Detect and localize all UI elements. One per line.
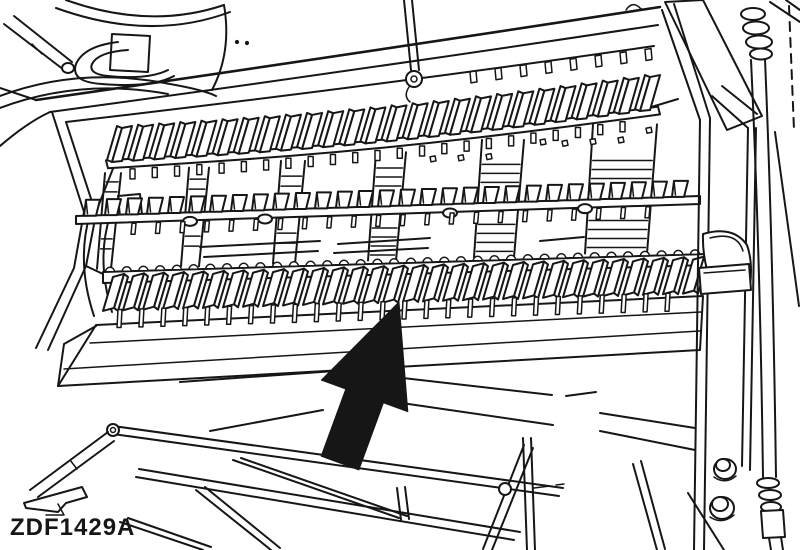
rail-coupler (698, 263, 752, 295)
upper-tine-row (105, 74, 661, 180)
hydraulic-hose (740, 7, 786, 550)
right-post (661, 0, 800, 550)
hanging-rod (403, 0, 423, 103)
wedge-bracket (23, 486, 88, 513)
hose-end-fitting (61, 62, 75, 74)
middle-tooth-row (75, 179, 701, 235)
callout-arrow (320, 301, 409, 471)
hose-coupler (760, 509, 786, 539)
hose-cluster (0, 0, 231, 109)
housing-frame (0, 3, 679, 351)
cutoff-dashed-line (788, 5, 795, 131)
mid-streaks (199, 236, 585, 258)
figure-label: ZDF1429A (10, 514, 136, 541)
hose-bracket (109, 33, 151, 73)
clevis-pin (106, 423, 120, 437)
rod-eye (405, 70, 423, 88)
lower-apron (179, 370, 696, 451)
top-edge-tabs (469, 47, 653, 84)
pivot-bolt (498, 482, 512, 496)
